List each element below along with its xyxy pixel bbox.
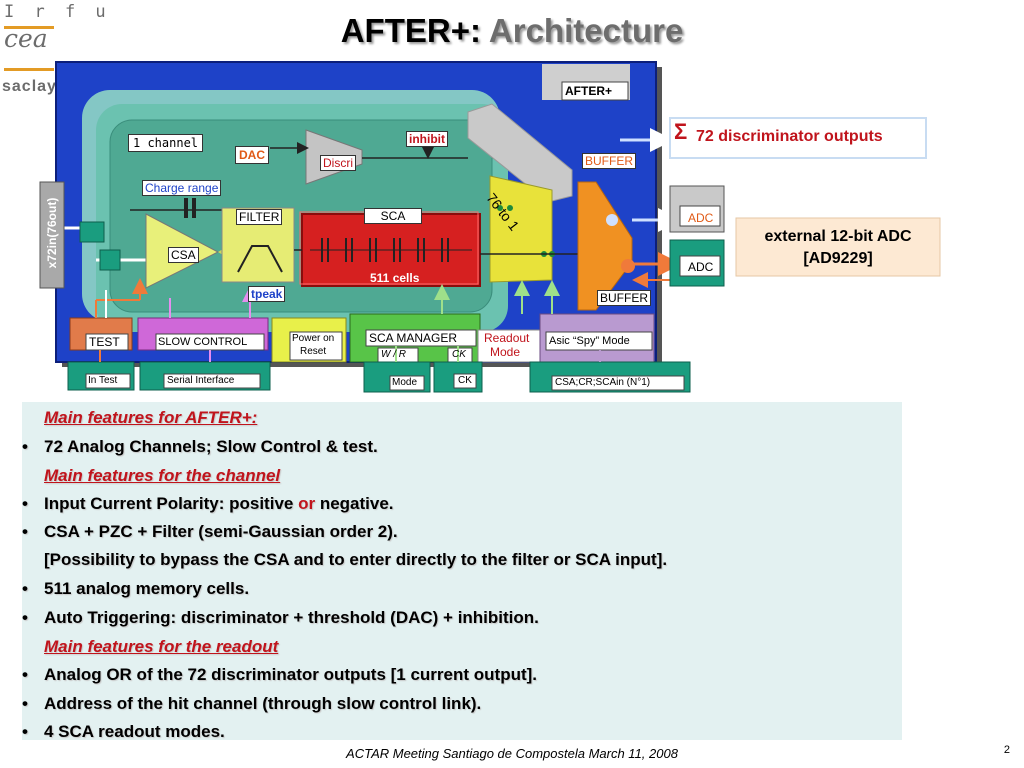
sca-manager-label: SCA MANAGER	[369, 331, 458, 345]
csa-cr-label: CSA;CR;SCAin (N°1)	[555, 377, 651, 388]
logo-irfu: I r f u	[4, 2, 111, 22]
sigma-symbol: Σ	[674, 119, 688, 144]
external-adc-label-2: [AD9229]	[803, 250, 873, 267]
csa-label: CSA	[168, 247, 199, 263]
tpeak-label: tpeak	[248, 286, 286, 302]
sca-cells	[321, 238, 449, 262]
asic-spy-label: Asic “Spy” Mode	[549, 335, 630, 347]
sigma-box	[669, 117, 927, 159]
power-reset-label-2: Reset	[300, 346, 327, 357]
serial-interface-label: Serial Interface	[167, 375, 235, 386]
ck-inner-label: CK	[452, 349, 466, 360]
bullet-icon: •	[22, 722, 28, 741]
slide-title: AFTER+: Architecture	[0, 12, 1024, 50]
bullet-icon: •	[22, 437, 28, 456]
logo-divider	[4, 68, 54, 71]
input-connector	[39, 181, 65, 289]
mux-block	[489, 175, 553, 283]
inhibit-label: inhibit	[406, 131, 448, 147]
one-channel-label: 1 channel	[128, 134, 204, 152]
title-part1: AFTER+:	[340, 12, 481, 49]
slow-control-label: SLOW CONTROL	[158, 336, 248, 348]
charge-range-label: Charge range	[142, 180, 222, 196]
cells-label: 511 cells	[370, 271, 420, 285]
logo-saclay: saclay	[2, 78, 57, 95]
ck-label: CK	[458, 375, 472, 386]
bullet-icon: •	[22, 608, 28, 627]
features-panel: Main features for AFTER+: •72 Analog Cha…	[22, 402, 902, 741]
sca-label: SCA	[364, 208, 422, 224]
wr-label: W / R	[381, 349, 406, 360]
architecture-diagram	[39, 61, 941, 393]
bullet-icon: •	[22, 522, 28, 541]
bullet-icon: •	[22, 579, 28, 598]
heading-readout-features: Main features for the readout	[44, 637, 279, 656]
mode-label: Mode	[392, 377, 418, 388]
list-item-continuation: [Possibility to bypass the CSA and to en…	[44, 550, 668, 569]
external-adc-label-1: external 12-bit ADC	[764, 228, 912, 245]
filter-label: FILTER	[236, 209, 283, 225]
logo-cea: cea	[4, 24, 48, 53]
chip-label: AFTER+	[565, 84, 613, 98]
footer-text: ACTAR Meeting Santiago de Compostela Mar…	[346, 746, 678, 761]
bullet-icon: •	[22, 694, 28, 713]
discriminator-outputs-label: 72 discriminator outputs	[696, 128, 883, 145]
adc2-label: ADC	[688, 260, 714, 274]
page-number: 2	[1003, 744, 1010, 756]
discri-label: Discri	[320, 155, 356, 171]
power-reset-label-1: Power on	[292, 333, 335, 344]
bullet-icon: •	[22, 494, 28, 513]
dac-label: DAC	[235, 146, 269, 164]
buffer-bottom-label: BUFFER	[597, 290, 651, 306]
heading-channel-features: Main features for the channel	[44, 466, 281, 485]
external-adc-box	[735, 217, 941, 277]
readout-mode-label-1: Readout	[484, 331, 530, 345]
buffer-top-label: BUFFER	[582, 153, 636, 169]
inputs-label: x72in(76out)	[45, 197, 59, 269]
readout-mode-label-2: Mode	[490, 345, 521, 359]
title-part2: Architecture	[488, 12, 684, 49]
bullet-icon: •	[22, 665, 28, 684]
test-label: TEST	[89, 335, 120, 349]
mux-bus	[467, 103, 573, 203]
adc1-label: ADC	[688, 211, 714, 225]
in-test-label: In Test	[88, 375, 118, 386]
heading-after-features: Main features for AFTER+:	[44, 408, 258, 427]
logo-divider	[4, 26, 54, 29]
